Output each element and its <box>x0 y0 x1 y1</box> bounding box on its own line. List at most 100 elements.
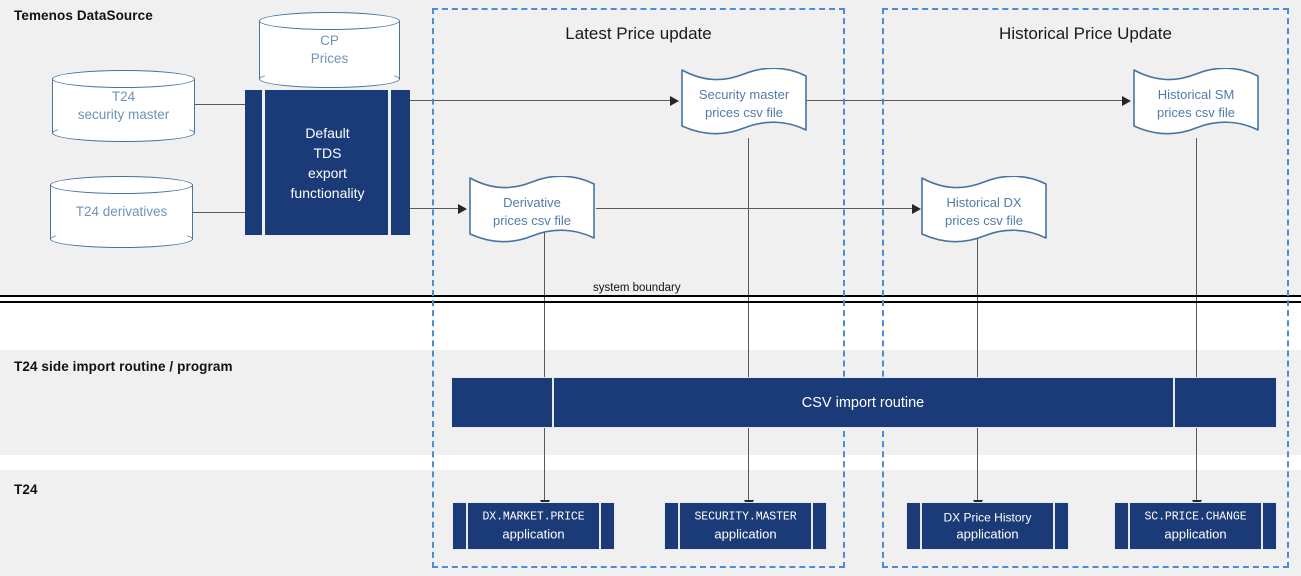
connector-derivatives-to-tds <box>193 212 247 214</box>
dx-csv-line1: Derivative <box>503 195 561 210</box>
app-segment-left <box>906 502 921 550</box>
connector-tds-to-sm-csv <box>410 100 672 102</box>
app-kind: application <box>502 526 565 542</box>
region-latest-price-update: Latest Price update <box>432 8 845 568</box>
file-label-derivative-prices-csv: Derivative prices csv file <box>474 194 590 230</box>
band-title-datasource: Temenos DataSource <box>14 8 153 23</box>
csv-segment-left <box>451 377 553 428</box>
app-name: DX Price History <box>943 510 1032 525</box>
application-label-dx-market-price: DX.MARKET.PRICE application <box>454 510 613 543</box>
datastore-label-t24-security-master: T24 security master <box>52 88 195 124</box>
app-segment-middle <box>467 502 600 550</box>
t24-sm-line1: T24 <box>111 89 136 104</box>
application-label-dx-price-history: DX Price History application <box>908 510 1067 543</box>
file-label-historical-sm-prices-csv: Historical SM prices csv file <box>1138 86 1254 122</box>
cp-prices-line2: Prices <box>310 51 349 66</box>
wave-document-icon <box>921 176 1047 243</box>
wave-document-icon <box>469 176 595 243</box>
tds-line3: export <box>308 164 347 181</box>
tds-export-label: Default TDS export functionality <box>245 123 410 203</box>
connector-secmaster-to-tds <box>195 104 247 106</box>
file-label-security-master-prices-csv: Security master prices csv file <box>686 86 802 122</box>
tds-line1: Default <box>305 124 350 141</box>
wave-document-icon <box>1133 68 1259 135</box>
hist-dx-line2: prices csv file <box>944 213 1024 228</box>
connector-sm-csv-down <box>748 138 750 508</box>
dx-csv-line2: prices csv file <box>492 213 572 228</box>
hist-dx-line1: Historical DX <box>946 195 1022 210</box>
csv-import-routine-block: CSV import routine <box>451 377 1277 428</box>
application-label-sc-price-change: SC.PRICE.CHANGE application <box>1116 510 1275 543</box>
system-boundary-line-bottom <box>0 301 1301 303</box>
connector-tds-to-dx-csv <box>410 208 460 210</box>
region-title-latest: Latest Price update <box>565 24 712 43</box>
application-dx-market-price: DX.MARKET.PRICE application <box>452 502 615 550</box>
file-label-historical-dx-prices-csv: Historical DX prices csv file <box>926 194 1042 230</box>
region-title-historical: Historical Price Update <box>999 24 1172 43</box>
cylinder-bottom <box>52 124 195 142</box>
file-derivative-prices-csv: Derivative prices csv file <box>468 176 596 248</box>
app-segment-left <box>664 502 679 550</box>
application-sc-price-change: SC.PRICE.CHANGE application <box>1114 502 1277 550</box>
tds-segment-left <box>245 90 262 235</box>
app-segment-middle <box>1129 502 1262 550</box>
app-segment-middle <box>921 502 1054 550</box>
cylinder-bottom <box>259 70 400 88</box>
band-title-t24: T24 <box>14 482 38 497</box>
app-segment-right <box>1262 502 1277 550</box>
arrowhead-dx-csv-to-hist-dx <box>912 204 921 214</box>
app-kind: application <box>956 526 1019 542</box>
app-segment-right <box>812 502 827 550</box>
system-boundary-label: system boundary <box>593 282 681 294</box>
app-name: SC.PRICE.CHANGE <box>1144 510 1247 524</box>
hist-sm-line2: prices csv file <box>1156 105 1236 120</box>
connector-dx-csv-down <box>544 232 546 508</box>
datastore-cp-prices: CP Prices <box>259 12 400 88</box>
tds-segment-right <box>391 90 410 235</box>
sm-csv-line1: Security master <box>698 87 790 102</box>
datastore-label-cp-prices: CP Prices <box>259 32 400 68</box>
hist-sm-line1: Historical SM <box>1157 87 1235 102</box>
arrowhead-tds-to-sm-csv <box>670 96 679 106</box>
connector-dx-csv-to-hist-dx <box>596 208 914 210</box>
app-segment-left <box>1114 502 1129 550</box>
connector-hist-sm-down <box>1196 138 1198 508</box>
cylinder-top <box>52 70 195 88</box>
application-security-master: SECURITY.MASTER application <box>664 502 827 550</box>
datastore-t24-derivatives: T24 derivatives <box>50 176 193 248</box>
arrowhead-sm-csv-to-hist-sm <box>1122 96 1131 106</box>
cylinder-top <box>50 176 193 194</box>
connector-sm-csv-to-hist-sm <box>806 100 1124 102</box>
app-kind: application <box>714 526 777 542</box>
cp-prices-line1: CP <box>320 33 339 48</box>
datastore-t24-security-master: T24 security master <box>52 70 195 142</box>
cylinder-top <box>259 12 400 30</box>
sm-csv-line2: prices csv file <box>704 105 784 120</box>
band-t24 <box>0 470 1301 576</box>
application-dx-price-history: DX Price History application <box>906 502 1069 550</box>
app-segment-right <box>600 502 615 550</box>
app-segment-left <box>452 502 467 550</box>
app-segment-middle <box>679 502 812 550</box>
wave-document-icon <box>681 68 807 135</box>
region-historical-price-update: Historical Price Update <box>882 8 1289 568</box>
arrowhead-tds-to-dx-csv <box>458 204 467 214</box>
file-historical-sm-prices-csv: Historical SM prices csv file <box>1132 68 1260 140</box>
application-label-security-master: SECURITY.MASTER application <box>666 510 825 543</box>
app-name: SECURITY.MASTER <box>694 510 797 524</box>
app-kind: application <box>1164 526 1227 542</box>
system-boundary-line-top <box>0 295 1301 297</box>
cylinder-body <box>50 185 193 239</box>
datastore-label-t24-derivatives: T24 derivatives <box>75 204 168 219</box>
app-name: DX.MARKET.PRICE <box>482 510 585 524</box>
tds-line4: functionality <box>290 184 365 201</box>
default-tds-export-block: Default TDS export functionality <box>245 90 410 235</box>
connector-hist-dx-down <box>977 232 979 508</box>
csv-segment-middle <box>553 377 1174 428</box>
file-historical-dx-prices-csv: Historical DX prices csv file <box>920 176 1048 248</box>
band-temenos-datasource <box>0 0 1301 295</box>
tds-segment-middle <box>265 90 388 235</box>
t24-sm-line2: security master <box>77 107 170 122</box>
cylinder-bottom <box>50 230 193 248</box>
